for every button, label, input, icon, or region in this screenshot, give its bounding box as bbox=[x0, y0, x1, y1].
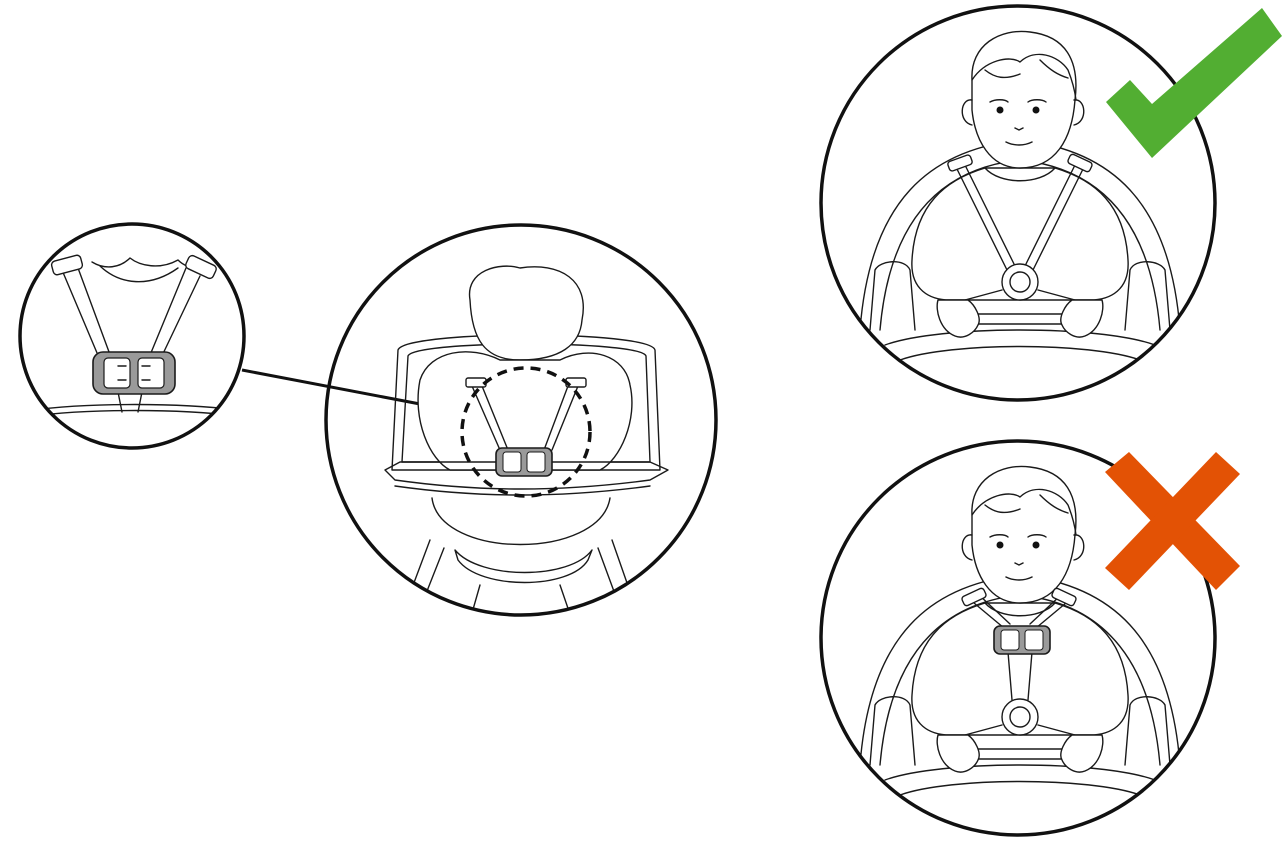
overview-chest-clip-icon bbox=[496, 448, 552, 476]
detail-panel bbox=[20, 224, 250, 448]
cross-mark-icon bbox=[1105, 452, 1240, 590]
high-chest-clip-icon bbox=[994, 626, 1050, 654]
check-mark-icon bbox=[1106, 8, 1282, 158]
correct-panel bbox=[821, 6, 1215, 400]
overview-panel bbox=[326, 225, 716, 624]
chest-clip-icon bbox=[93, 352, 175, 394]
